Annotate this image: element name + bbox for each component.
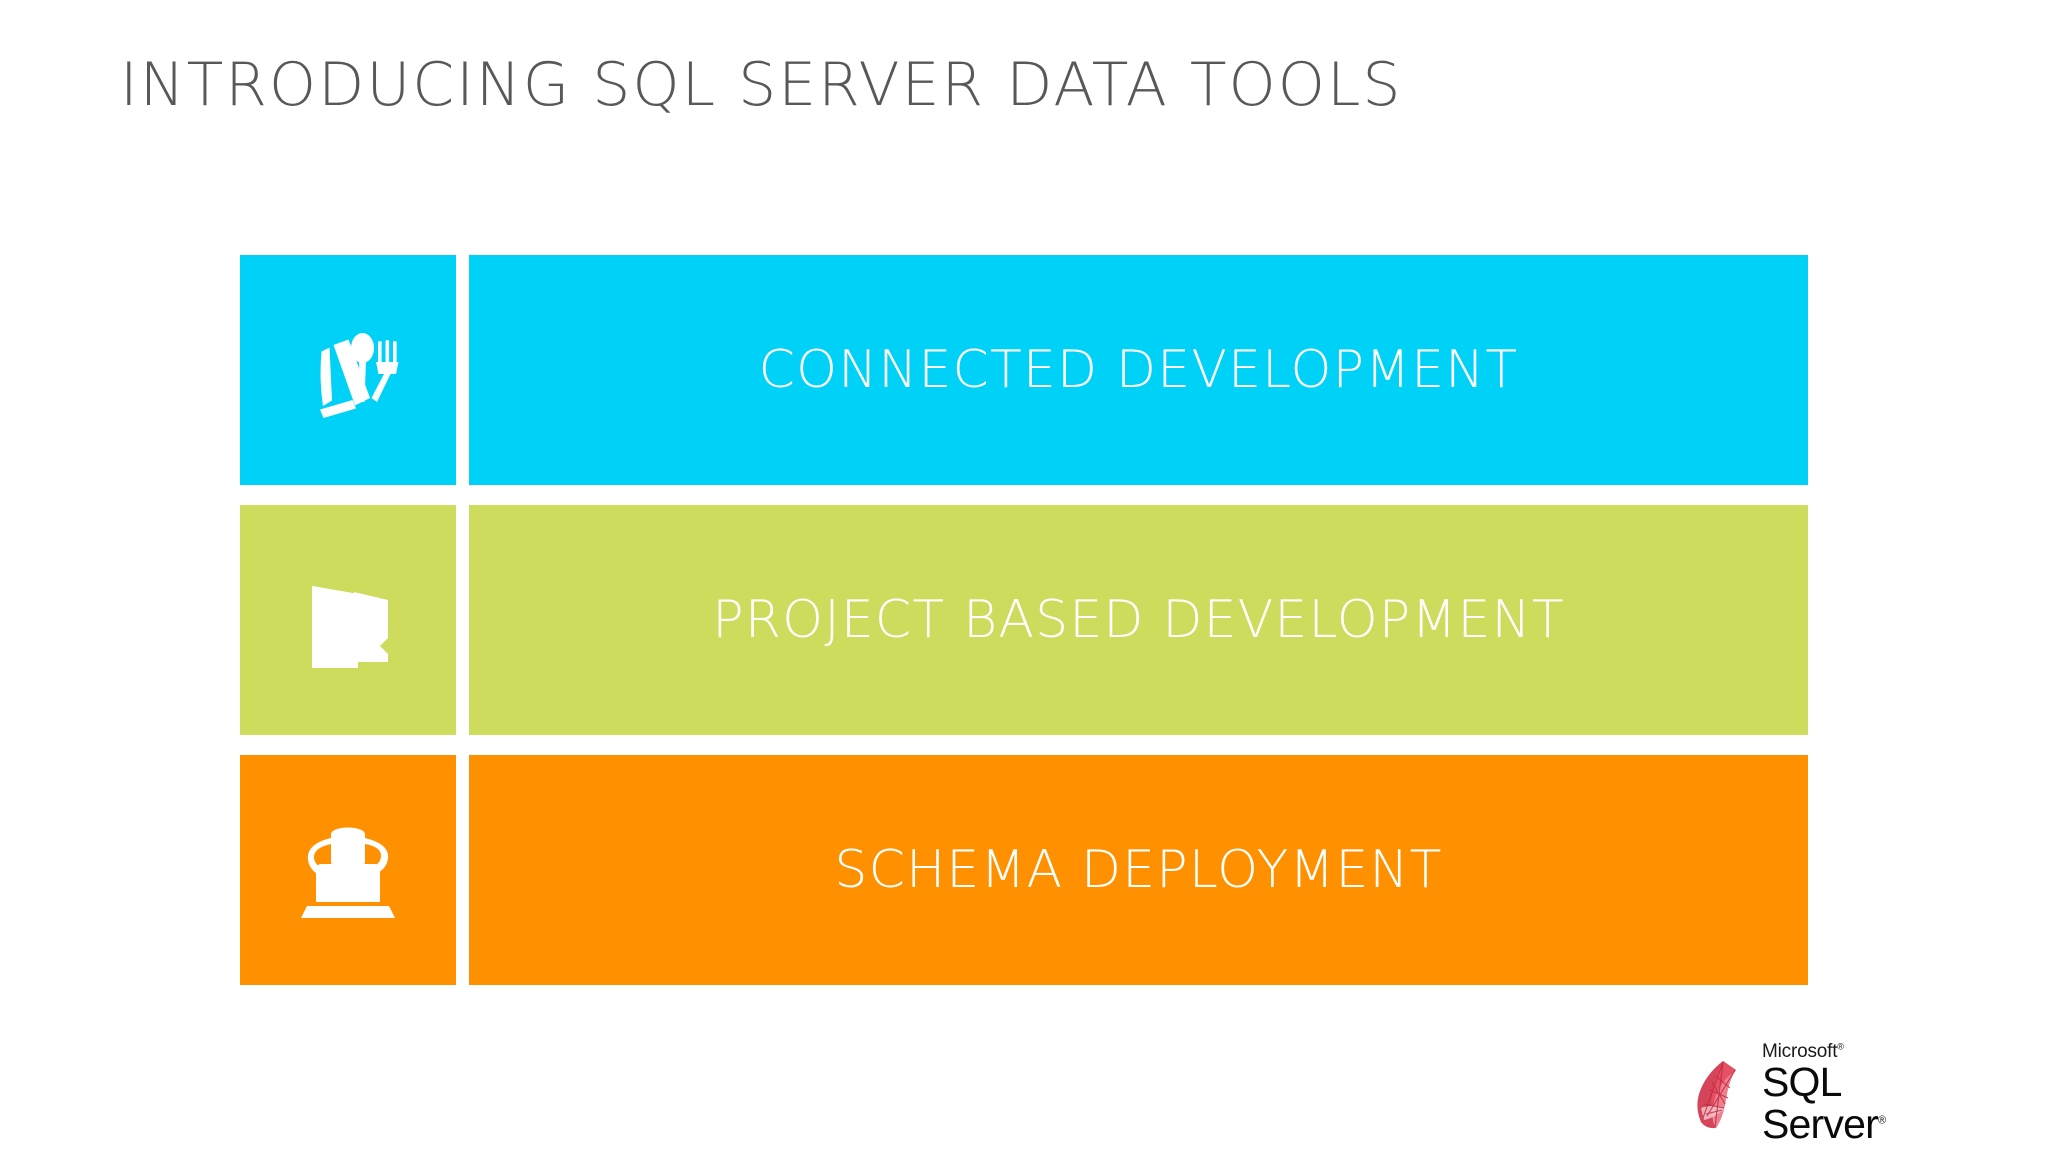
feature-row-project-based-development[interactable]: PROJECT BASED DEVELOPMENT: [240, 505, 1808, 735]
sql-server-delta-mark-icon: [1692, 1058, 1758, 1130]
feature-row-label-band: CONNECTED DEVELOPMENT: [469, 255, 1808, 485]
row-divider-gap: [456, 255, 469, 485]
fork-spoon-n-icon: [292, 314, 404, 426]
brand-product-text: SQL Server: [1762, 1059, 1879, 1147]
feature-row-label: CONNECTED DEVELOPMENT: [758, 340, 1519, 400]
feature-row-schema-deployment[interactable]: SCHEMA DEPLOYMENT: [240, 755, 1808, 985]
feature-row-label: SCHEMA DEPLOYMENT: [834, 840, 1443, 900]
feature-row-label: PROJECT BASED DEVELOPMENT: [712, 590, 1565, 650]
feature-row-icon-tile: [240, 505, 456, 735]
page-title: INTRODUCING SQL SERVER DATA TOOLS: [120, 50, 1403, 120]
brand-wordmark: Microsoft® SQL Server®: [1758, 1042, 1960, 1146]
feature-row-icon-tile: [240, 255, 456, 485]
registered-trademark-icon: ®: [1877, 1114, 1887, 1127]
row-divider-gap: [456, 755, 469, 985]
feature-row-icon-tile: [240, 755, 456, 985]
brand-microsoft-label: Microsoft®: [1762, 1042, 1960, 1061]
feature-row-label-band: PROJECT BASED DEVELOPMENT: [469, 505, 1808, 735]
row-divider-gap: [456, 505, 469, 735]
folder-icon: [296, 564, 400, 676]
brand-microsoft-text: Microsoft: [1762, 1041, 1838, 1063]
brand-product-label: SQL Server®: [1762, 1059, 1960, 1147]
feature-rows-list: CONNECTED DEVELOPMENT PR: [240, 255, 1808, 985]
microsoft-sql-server-logo: Microsoft® SQL Server®: [1692, 1042, 1960, 1145]
feature-row-connected-development[interactable]: CONNECTED DEVELOPMENT: [240, 255, 1808, 485]
registered-trademark-icon: ®: [1837, 1041, 1844, 1052]
database-laptop-deploy-icon: [289, 814, 407, 926]
feature-row-label-band: SCHEMA DEPLOYMENT: [469, 755, 1808, 985]
